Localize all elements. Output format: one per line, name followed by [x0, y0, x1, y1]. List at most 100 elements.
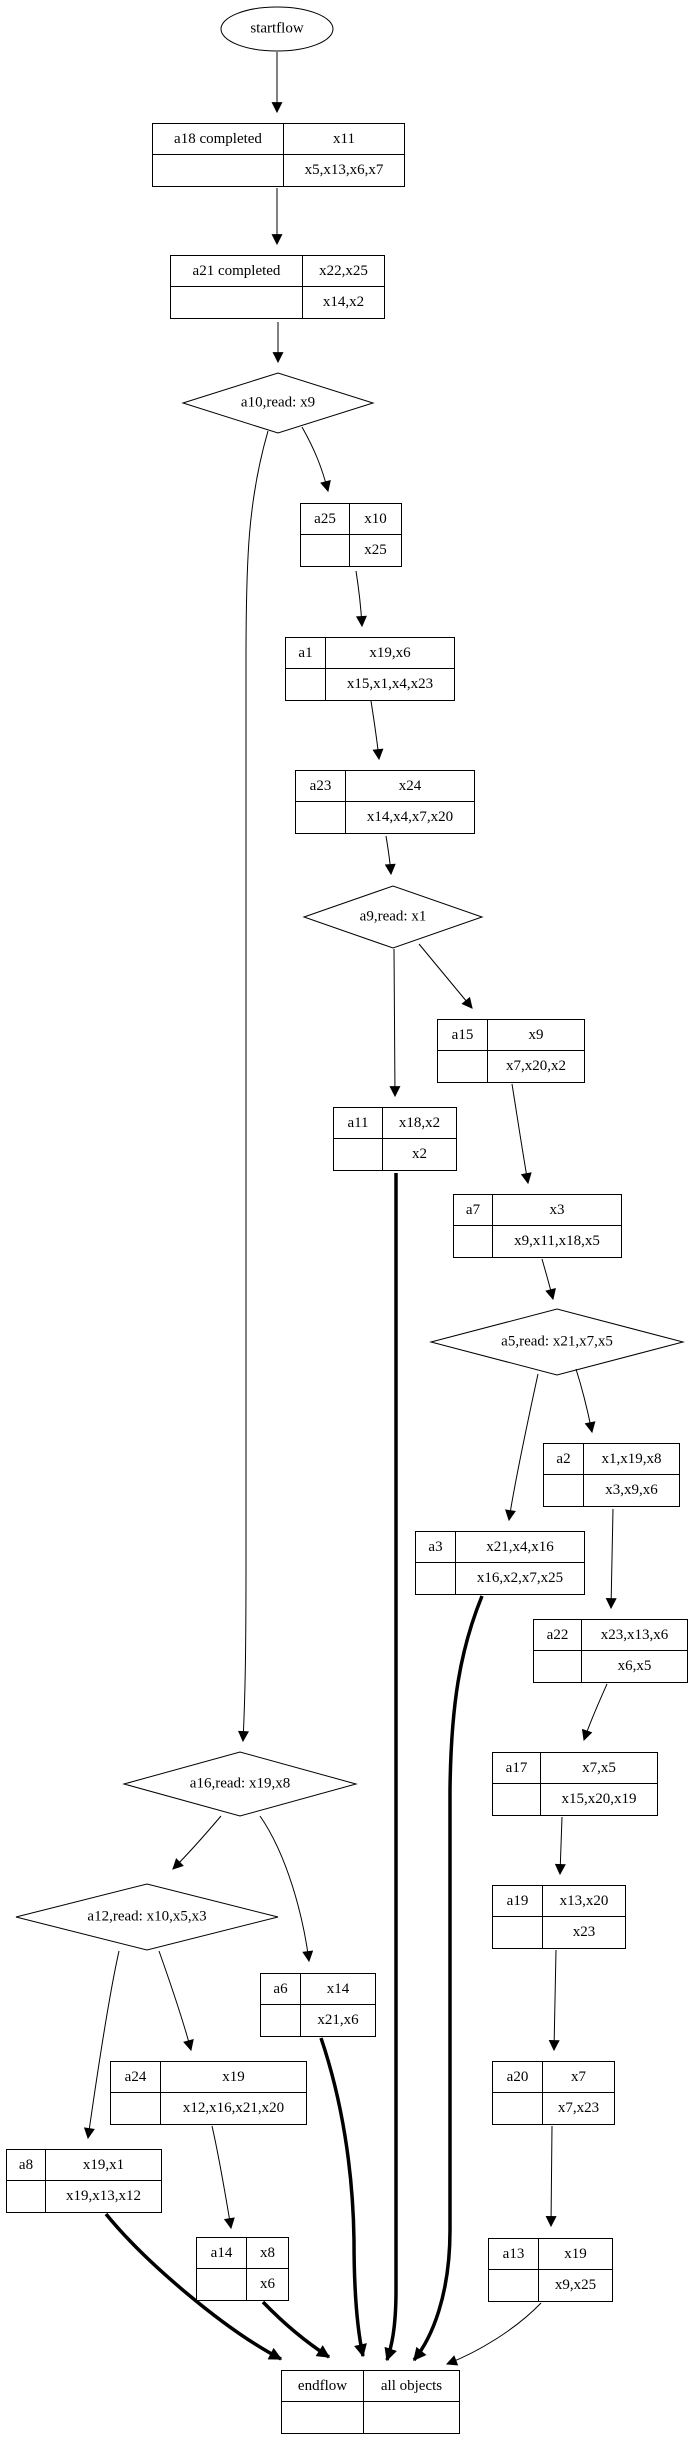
- node-endflow-top: all objects: [364, 2371, 459, 2402]
- edge-a12-a8: [83, 1950, 120, 2140]
- node-a20-bottom: x7,x23: [557, 2100, 600, 2116]
- node-a24-blank: [111, 2093, 161, 2124]
- decision-a12-shape: [15, 1883, 279, 1951]
- node-a14-name: a14: [197, 2238, 247, 2269]
- node-a19: a19 x13,x20 x23: [492, 1885, 626, 1949]
- edge-a10-a25: [301, 426, 331, 493]
- edge-a1-a23: [370, 700, 384, 761]
- node-a6: a6 x14 x21,x6: [260, 1973, 376, 2037]
- node-a8-top: x19,x1: [46, 2150, 161, 2181]
- edge-a9-a15: [418, 943, 473, 1009]
- node-a7-blank: [454, 1226, 493, 1257]
- edge-a5-a2: [575, 1368, 596, 1434]
- node-a19-top: x13,x20: [543, 1886, 625, 1917]
- node-a23: a23 x24 x14,x4,x7,x20: [295, 770, 475, 834]
- node-a13: a13 x19 x9,x25: [488, 2238, 613, 2302]
- edge-a14-endflow: [261, 2300, 331, 2359]
- node-a2-top: x1,x19,x8: [584, 1444, 679, 1475]
- node-a3-name: a3: [416, 1532, 456, 1563]
- node-a7-name: a7: [454, 1195, 493, 1226]
- node-a17-name: a17: [493, 1753, 541, 1784]
- edge-a11-endflow: [384, 1173, 398, 2362]
- edge-a8-endflow: [104, 2212, 283, 2361]
- node-a25-top: x10: [350, 504, 401, 535]
- start-node-label: startflow: [250, 20, 304, 37]
- node-a17-blank: [493, 1784, 541, 1815]
- node-a13-top: x19: [539, 2239, 612, 2270]
- edge-a15-a7: [511, 1083, 532, 1185]
- node-endflow-bottom: [364, 2402, 459, 2433]
- node-a21-name: a21 completed: [171, 256, 303, 287]
- node-a2: a2 x1,x19,x8 x3,x9,x6: [543, 1443, 680, 1507]
- node-a6-top: x14: [301, 1974, 375, 2005]
- node-a3: a3 x21,x4,x16 x16,x2,x7,x25: [415, 1531, 585, 1595]
- node-a20: a20 x7 x7,x23: [492, 2061, 615, 2125]
- node-a20-top: x7: [543, 2062, 614, 2093]
- node-a7-top: x3: [493, 1195, 621, 1226]
- node-a21-blank: [171, 287, 303, 318]
- edge-a10-a16: [237, 430, 269, 1743]
- node-a24-bottom: x12,x16,x21,x20: [182, 2100, 285, 2116]
- node-a24: a24 x19 x12,x16,x21,x20: [110, 2061, 307, 2125]
- node-a1-top: x19,x6: [326, 638, 454, 669]
- node-a25-name: a25: [301, 504, 350, 535]
- node-a23-name: a23: [296, 771, 346, 802]
- node-a23-bottom: x14,x4,x7,x20: [366, 809, 454, 825]
- node-a6-blank: [261, 2005, 301, 2036]
- edge-a16-a6: [259, 1815, 314, 1963]
- node-a8-bottom: x19,x13,x12: [66, 2188, 141, 2204]
- node-a18-blank: [153, 155, 284, 186]
- node-a7: a7 x3 x9,x11,x18,x5: [453, 1194, 622, 1258]
- node-endflow: endflow all objects: [281, 2370, 460, 2434]
- node-a25-blank: [301, 535, 350, 566]
- node-a14-top: x8: [247, 2238, 288, 2269]
- node-a3-blank: [416, 1563, 456, 1594]
- edge-a7-a5: [541, 1258, 556, 1301]
- node-a2-bottom: x3,x9,x6: [605, 1482, 658, 1498]
- node-a6-bottom: x21,x6: [317, 2012, 359, 2028]
- node-a18: a18 completed x11 x5,x13,x6,x7: [152, 123, 405, 187]
- node-a3-top: x21,x4,x16: [456, 1532, 584, 1563]
- decision-a5-label: a5,read: x21,x7,x5: [501, 1333, 613, 1350]
- node-a8: a8 x19,x1 x19,x13,x12: [6, 2149, 162, 2213]
- node-a15: a15 x9 x7,x20,x2: [437, 1019, 585, 1083]
- node-a11-name: a11: [334, 1108, 383, 1139]
- node-a15-bottom: x7,x20,x2: [506, 1058, 566, 1074]
- node-a22: a22 x23,x13,x6 x6,x5: [533, 1619, 688, 1683]
- decision-a10-shape: [181, 372, 375, 434]
- edge-a17-a19: [554, 1816, 566, 1876]
- node-a14-blank: [197, 2269, 247, 2300]
- node-a11-top: x18,x2: [383, 1108, 456, 1139]
- decision-a12-label: a12,read: x10,x5,x3: [87, 1908, 207, 1925]
- edge-a9-a11: [389, 948, 401, 1098]
- decision-a9-label: a9,read: x1: [359, 908, 427, 925]
- node-a14: a14 x8 x6: [196, 2237, 289, 2301]
- node-a6-name: a6: [261, 1974, 301, 2005]
- decision-a16-shape: [122, 1751, 358, 1817]
- node-a20-blank: [493, 2093, 543, 2124]
- node-a18-name: a18 completed: [153, 124, 284, 155]
- node-a1-bottom: x15,x1,x4,x23: [346, 676, 434, 692]
- node-a21-bottom: x14,x2: [322, 294, 365, 310]
- node-a17: a17 x7,x5 x15,x20,x19: [492, 1752, 658, 1816]
- node-a2-name: a2: [544, 1444, 584, 1475]
- node-a25-bottom: x25: [364, 542, 387, 558]
- edge-a16-a12: [172, 1815, 222, 1870]
- node-a22-blank: [534, 1651, 582, 1682]
- node-a11-blank: [334, 1139, 383, 1170]
- edge-a23-a9: [384, 835, 396, 876]
- edge-a5-a3: [505, 1373, 539, 1522]
- node-a24-name: a24: [111, 2062, 161, 2093]
- node-a19-blank: [493, 1917, 543, 1948]
- edge-a20-a13: [545, 2125, 557, 2228]
- node-a8-name: a8: [7, 2150, 46, 2181]
- node-a18-bottom: x5,x13,x6,x7: [304, 162, 384, 178]
- node-a19-bottom: x23: [572, 1924, 596, 1940]
- edge-a22-a17: [581, 1683, 608, 1742]
- node-a8-blank: [7, 2181, 46, 2212]
- edge-a2-a22: [605, 1508, 617, 1610]
- node-a22-bottom: x6,x5: [617, 1658, 652, 1674]
- node-a22-name: a22: [534, 1620, 582, 1651]
- node-a18-top: x11: [284, 124, 404, 155]
